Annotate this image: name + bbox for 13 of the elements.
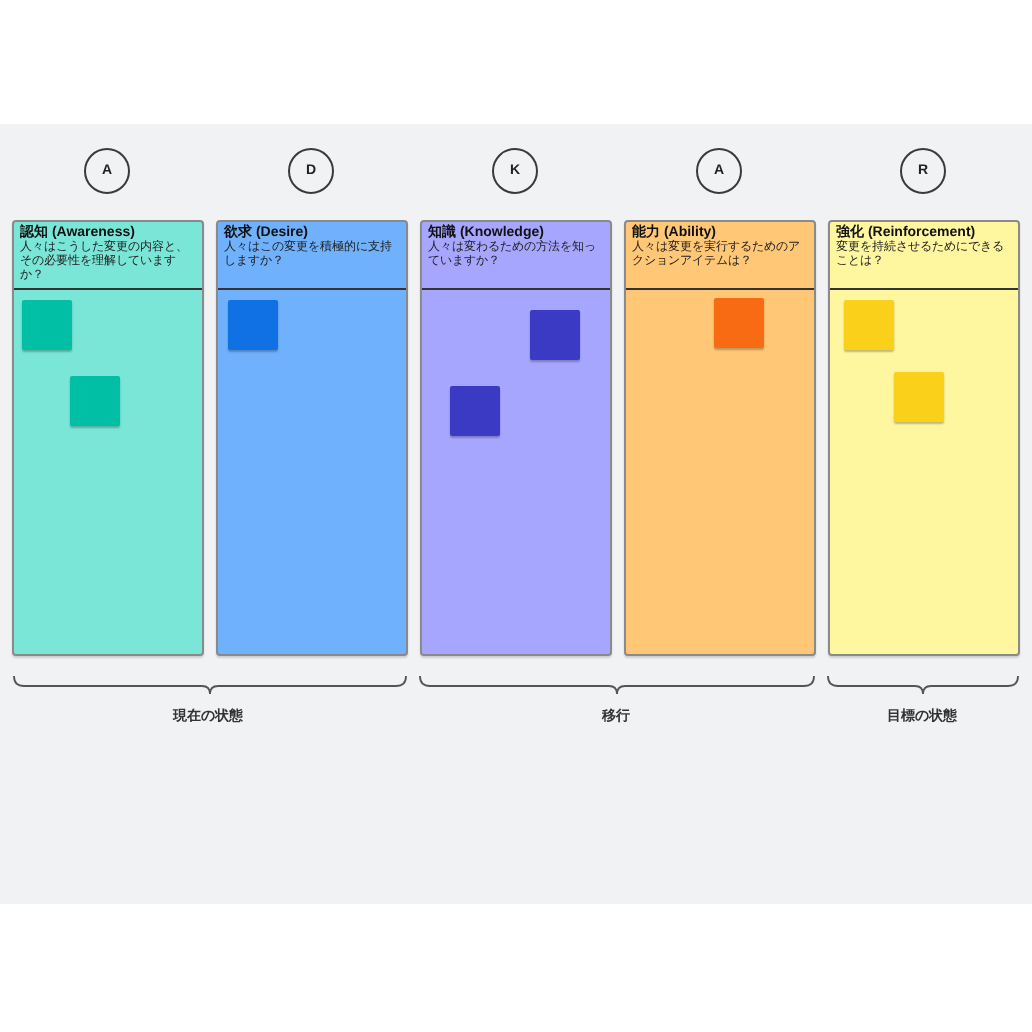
stage-column <box>828 220 1020 656</box>
stage-column <box>420 220 612 656</box>
sticky-note <box>228 300 278 350</box>
sticky-note <box>450 386 500 436</box>
sticky-note <box>530 310 580 360</box>
stage-column <box>624 220 816 656</box>
sticky-note <box>844 300 894 350</box>
sticky-note <box>70 376 120 426</box>
sticky-note <box>22 300 72 350</box>
sticky-note <box>894 372 944 422</box>
sticky-note <box>714 298 764 348</box>
stage-column <box>12 220 204 656</box>
stage-column <box>216 220 408 656</box>
